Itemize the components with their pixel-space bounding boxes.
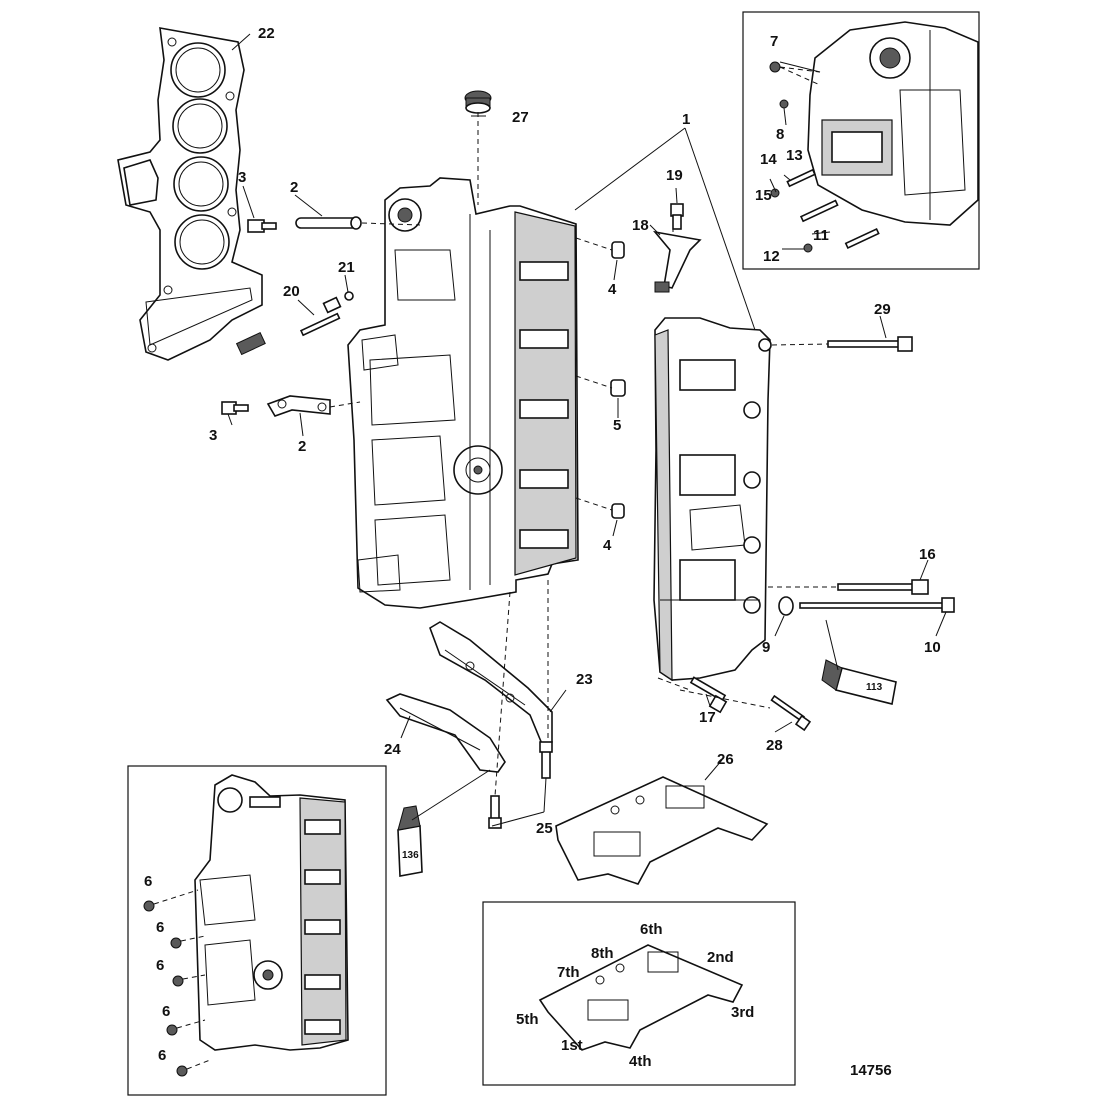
callout-6-a: 6 xyxy=(144,873,152,890)
callout-25: 25 xyxy=(536,820,553,837)
seq-label-8th: 8th xyxy=(591,945,614,962)
bolt-28 xyxy=(770,694,812,732)
callout-24: 24 xyxy=(384,741,401,758)
dowel-4-top xyxy=(611,241,625,259)
shaft-2-top xyxy=(295,216,362,230)
seq-label-6th: 6th xyxy=(640,921,663,938)
bracket-2-lower xyxy=(266,395,331,417)
seq-label-2nd: 2nd xyxy=(707,949,734,966)
bolt-16 xyxy=(837,579,929,595)
callout-16: 16 xyxy=(919,546,936,563)
torque-sequence-gasket xyxy=(538,944,744,1051)
sensor-18 xyxy=(652,230,702,293)
callout-14: 14 xyxy=(760,151,777,168)
callout-26: 26 xyxy=(717,751,734,768)
callout-6-e: 6 xyxy=(158,1047,166,1064)
callout-17: 17 xyxy=(699,709,716,726)
callout-1: 1 xyxy=(682,111,690,128)
washer-9 xyxy=(778,596,794,616)
leader-lines xyxy=(227,33,947,827)
sealant-tube-136-label: 136 xyxy=(402,850,419,861)
grommet-27 xyxy=(464,90,492,114)
callout-7: 7 xyxy=(770,33,778,50)
sleeve-5 xyxy=(610,379,626,397)
seq-label-1st: 1st xyxy=(561,1037,583,1054)
callout-19: 19 xyxy=(666,167,683,184)
callout-12: 12 xyxy=(763,248,780,265)
callout-8: 8 xyxy=(776,126,784,143)
cylinder-block xyxy=(347,177,579,609)
callout-13: 13 xyxy=(786,147,803,164)
sensor-20 xyxy=(235,296,342,356)
callout-22: 22 xyxy=(258,25,275,42)
bolt-19 xyxy=(670,203,684,230)
washer-21 xyxy=(344,291,354,301)
callout-20: 20 xyxy=(283,283,300,300)
callout-6-d: 6 xyxy=(162,1003,170,1020)
callout-4-top: 4 xyxy=(608,281,617,298)
inset-block-top-view xyxy=(769,21,979,253)
inset-bolts-6 xyxy=(143,889,211,1077)
bolt-3-top xyxy=(247,219,277,233)
callout-3-top: 3 xyxy=(238,169,246,186)
crankcase-gasket-26 xyxy=(555,776,769,885)
figure-id: 14756 xyxy=(850,1062,892,1079)
callout-27: 27 xyxy=(512,109,529,126)
callout-15: 15 xyxy=(755,187,772,204)
sealant-tube-113: 113 xyxy=(821,659,897,705)
callout-6-c: 6 xyxy=(156,957,164,974)
inset-block-side-view xyxy=(194,774,349,1051)
callout-9: 9 xyxy=(762,639,770,656)
seq-label-7th: 7th xyxy=(557,964,580,981)
sealant-tube-136: 136 xyxy=(397,805,423,877)
bolts-25 xyxy=(488,741,553,829)
callout-3-lower: 3 xyxy=(209,427,217,444)
dowel-4-bottom xyxy=(611,503,625,519)
bolt-3-lower xyxy=(221,401,249,415)
callout-18: 18 xyxy=(632,217,649,234)
crankcase-cover xyxy=(653,317,772,682)
callout-23: 23 xyxy=(576,671,593,688)
cylinder-head-gasket xyxy=(117,27,263,361)
callout-28: 28 xyxy=(766,737,783,754)
callout-4-bottom: 4 xyxy=(603,537,612,554)
seq-label-3rd: 3rd xyxy=(731,1004,754,1021)
callout-5: 5 xyxy=(613,417,621,434)
sealant-tube-113-label: 113 xyxy=(866,682,883,693)
stud-10 xyxy=(799,597,955,613)
seq-label-4th: 4th xyxy=(629,1053,652,1070)
callout-21: 21 xyxy=(338,259,355,276)
callout-6-b: 6 xyxy=(156,919,164,936)
bolt-29 xyxy=(827,336,913,352)
callout-29: 29 xyxy=(874,301,891,318)
callout-10: 10 xyxy=(924,639,941,656)
callout-11: 11 xyxy=(813,227,829,244)
seq-label-5th: 5th xyxy=(516,1011,539,1028)
callout-2-top: 2 xyxy=(290,179,298,196)
timing-guide-24 xyxy=(385,693,506,773)
bolt-17 xyxy=(689,676,728,714)
callout-2-lower: 2 xyxy=(298,438,306,455)
